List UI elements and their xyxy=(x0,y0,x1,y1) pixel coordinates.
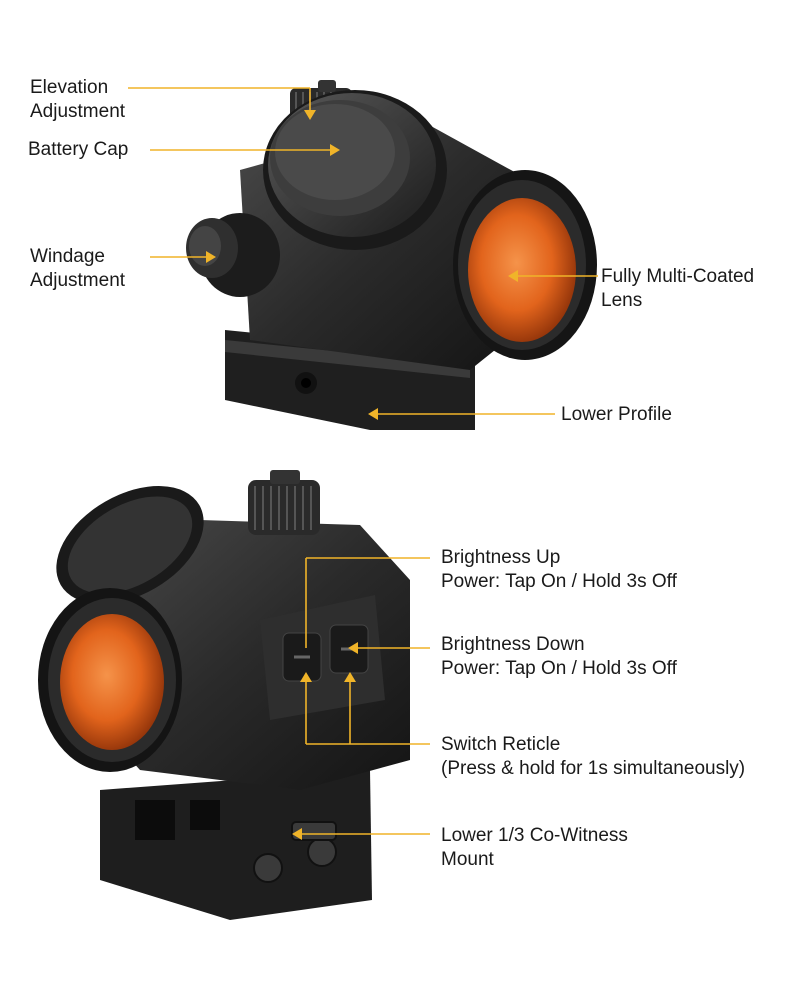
bottom-red-dot-sight xyxy=(38,470,410,920)
brightness-up-label-1: Brightness Up xyxy=(441,547,561,568)
brightness-down-label-1: Brightness Down xyxy=(441,634,585,655)
elevation-label-2: Adjustment xyxy=(30,101,126,122)
bottom-lens xyxy=(38,588,182,772)
top-red-dot-sight xyxy=(186,80,597,430)
windage-label-2: Adjustment xyxy=(30,270,126,291)
battery-cap-label: Battery Cap xyxy=(28,139,129,160)
battery-cap-bottom xyxy=(56,486,204,604)
switch-reticle-label-1: Switch Reticle xyxy=(441,734,561,755)
callout-lines xyxy=(128,87,598,840)
elevation-label-1: Elevation xyxy=(30,77,109,98)
windage-knob xyxy=(186,213,280,297)
brightness-down-label-2: Power: Tap On / Hold 3s Off xyxy=(441,658,677,679)
lens-label-1: Fully Multi-Coated xyxy=(601,266,755,287)
top-lens xyxy=(453,170,597,360)
brightness-up-label-2: Power: Tap On / Hold 3s Off xyxy=(441,571,677,592)
mount-screws xyxy=(253,821,337,883)
mount-label-1: Lower 1/3 Co-Witness xyxy=(441,825,628,846)
battery-cap xyxy=(263,90,447,250)
brightness-down-button xyxy=(282,632,322,682)
mount-label-2: Mount xyxy=(441,849,494,870)
lens-label-2: Lens xyxy=(601,290,643,311)
windage-label-1: Windage xyxy=(30,246,105,267)
elevation-knob-bottom xyxy=(248,470,320,535)
switch-reticle-label-2: (Press & hold for 1s simultaneously) xyxy=(441,758,746,779)
brightness-up-button xyxy=(329,624,369,674)
lower-profile-label: Lower Profile xyxy=(561,404,672,425)
